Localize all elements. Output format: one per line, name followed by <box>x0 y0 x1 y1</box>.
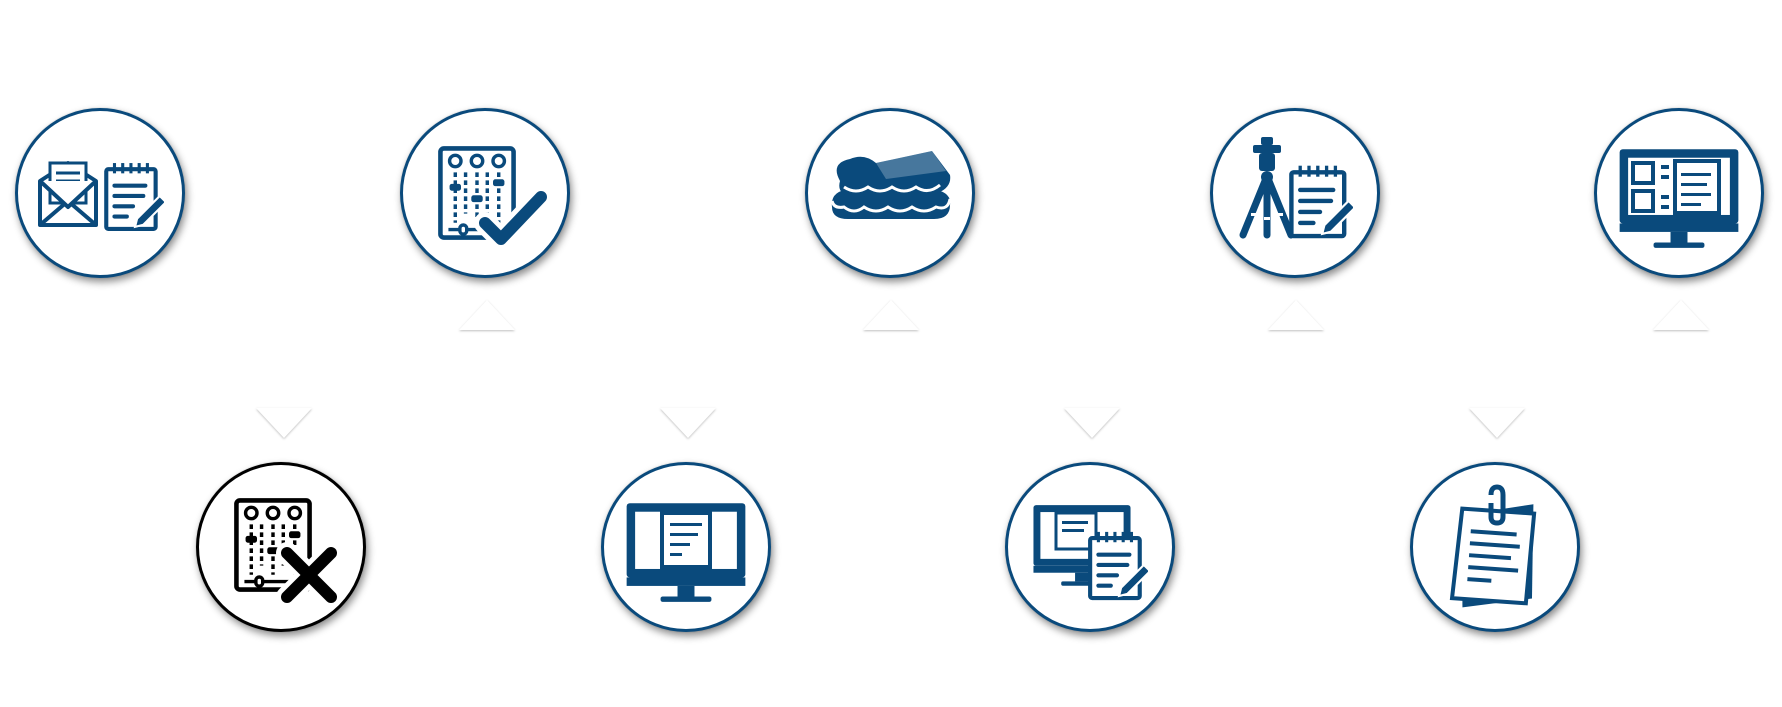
monitor-document-icon <box>626 503 746 602</box>
connector-arrow-up <box>459 300 515 330</box>
step-sandwich[interactable] <box>805 108 975 278</box>
step-envelope-notepad[interactable] <box>15 108 185 278</box>
connector-arrow-down <box>1064 408 1120 438</box>
sandwich-icon <box>830 151 952 219</box>
envelope-notepad-icon <box>38 161 170 263</box>
step-mixer-check[interactable] <box>400 108 570 278</box>
tripod-notepad-icon <box>1239 137 1365 239</box>
mixer-cross-icon <box>211 477 342 608</box>
step-mixer-cross[interactable] <box>196 462 366 632</box>
step-clipped-document[interactable] <box>1410 462 1580 632</box>
monitor-notepad-icon <box>1033 505 1160 617</box>
mixer-check-icon <box>415 123 552 250</box>
step-tripod-notepad[interactable] <box>1210 108 1380 278</box>
connector-arrow-up <box>863 300 919 330</box>
connector-arrow-up <box>1268 300 1324 330</box>
connector-arrow-down <box>660 408 716 438</box>
step-monitor-notepad[interactable] <box>1005 462 1175 632</box>
connector-arrow-down <box>256 408 312 438</box>
step-monitor-layout[interactable] <box>1594 108 1764 278</box>
clipped-document-icon <box>1449 484 1537 608</box>
monitor-layout-icon <box>1619 149 1739 248</box>
connector-arrow-up <box>1653 300 1709 330</box>
connector-arrow-down <box>1469 408 1525 438</box>
step-monitor-document[interactable] <box>601 462 771 632</box>
